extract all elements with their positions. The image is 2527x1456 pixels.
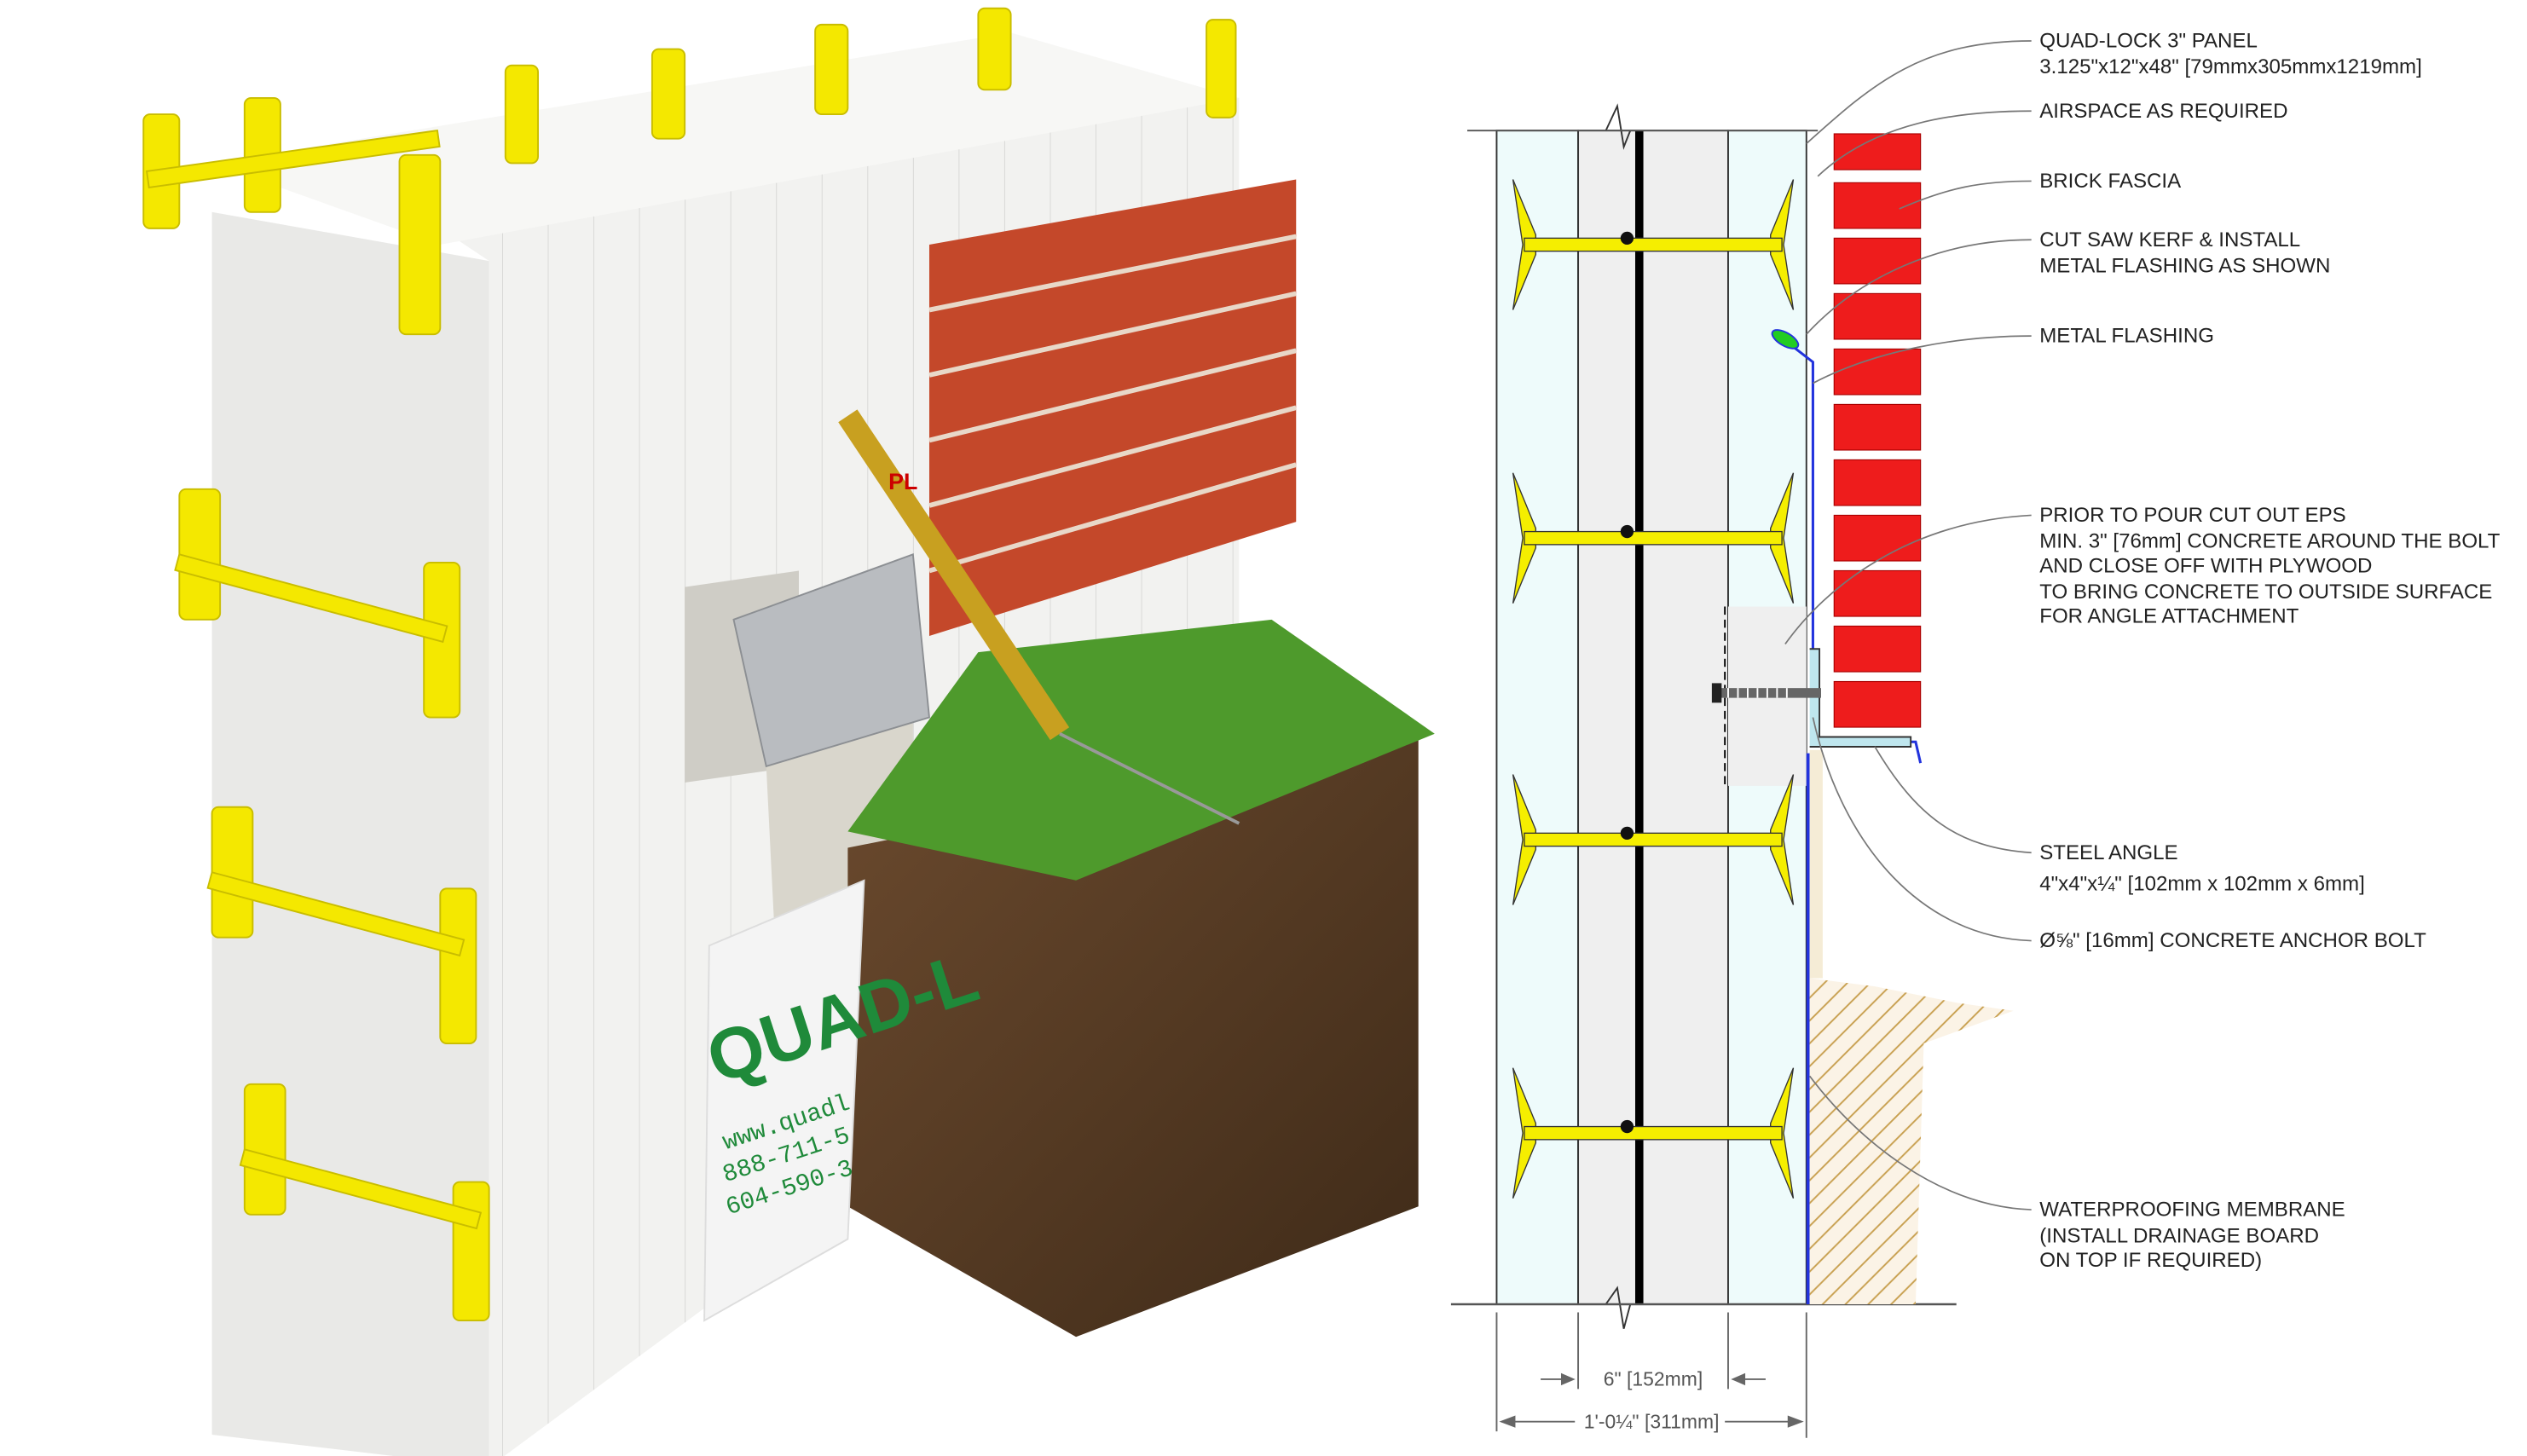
brick: [1833, 514, 1922, 562]
soil-block: [847, 733, 1419, 1338]
grass-top: [847, 619, 1435, 881]
icf-wall-rendering: QUAD-L www.quadl 888-711-5 604-590-3 PL: [142, 7, 1435, 1456]
caulk-gun: PL: [838, 409, 1240, 825]
tie: [1512, 1067, 1795, 1199]
label-airspace: AIRSPACE AS REQUIRED: [2039, 100, 2287, 123]
concrete-core: [1577, 130, 1729, 1305]
brick: [1833, 237, 1922, 285]
drainage-gravel: [1809, 749, 1823, 979]
brick: [1833, 348, 1922, 396]
tie: [1512, 472, 1795, 604]
label-flashing: METAL FLASHING: [2039, 325, 2214, 348]
brick-veneer: [928, 179, 1298, 636]
leader-lines: [1784, 40, 2032, 1210]
soil-backfill: [1809, 978, 2014, 1304]
brick-fascia: [1833, 133, 1922, 728]
label-bolt: Ø⅝" [16mm] CONCRETE ANCHOR BOLT: [2039, 929, 2426, 952]
plastic-ties-section: [1512, 179, 1795, 1199]
plastic-ties: [142, 7, 1237, 1322]
dimension-core: 6" [152mm]: [1604, 1368, 1703, 1390]
brick: [1833, 133, 1922, 170]
brick: [1833, 625, 1922, 673]
steel-angle: [732, 553, 931, 768]
wrap-sheet: [703, 879, 865, 1322]
label-brick: BRICK FASCIA: [2039, 170, 2182, 193]
tie: [1512, 774, 1795, 905]
steel-angle-section: [1809, 648, 1912, 748]
rebar: [1634, 130, 1644, 1304]
brick: [1833, 292, 1922, 340]
anchor-bolt: [1711, 683, 1821, 703]
break-line: [1605, 103, 1632, 150]
brick: [1833, 569, 1922, 617]
brick: [1833, 680, 1922, 728]
label-membrane: WATERPROOFING MEMBRANE(INSTALL DRAINAGE …: [2039, 1199, 2345, 1272]
tie: [1512, 179, 1795, 310]
dimension-overall: 1'-0¼" [311mm]: [1584, 1410, 1720, 1432]
dimension-lines: [1495, 1312, 1807, 1438]
svg-text:PL: PL: [888, 469, 917, 494]
brick: [1833, 459, 1922, 506]
wall-section-drawing: 6" [152mm] 1'-0¼" [311mm] QUAD-LOCK 3" P…: [1450, 30, 2501, 1438]
brick: [1833, 403, 1922, 451]
sealant-bead: [1771, 329, 1800, 350]
